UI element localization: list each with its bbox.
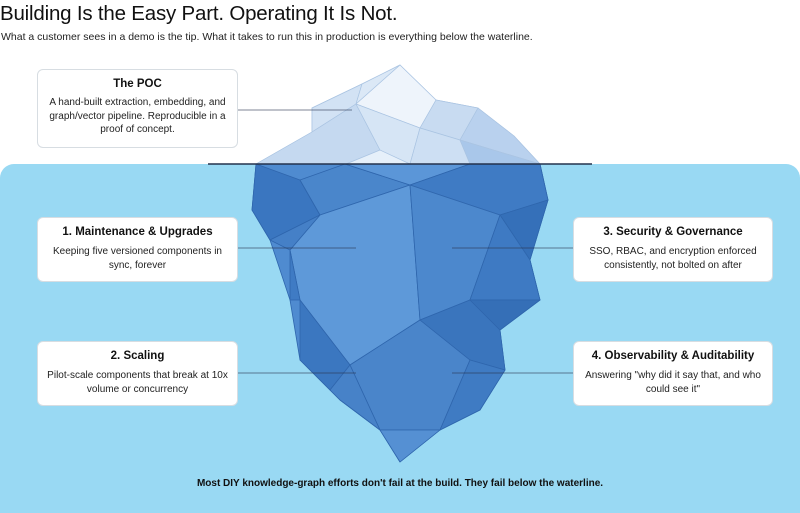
card-observability-title: 4. Observability & Auditability (591, 350, 755, 362)
card-maintenance: 1. Maintenance & Upgrades Keeping five v… (37, 217, 238, 282)
card-observability: 4. Observability & Auditability Answerin… (573, 341, 773, 406)
card-poc-title: The POC (113, 78, 162, 90)
card-scaling-title: 2. Scaling (110, 350, 165, 362)
iceberg-body (251, 163, 549, 463)
page-title: Building Is the Easy Part. Operating It … (0, 2, 398, 25)
card-scaling-body: Pilot-scale components that break at 10x… (47, 370, 228, 395)
card-scaling: 2. Scaling Pilot-scale components that b… (37, 341, 238, 406)
card-security-body: SSO, RBAC, and encryption enforced consi… (589, 246, 757, 271)
card-security: 3. Security & Governance SSO, RBAC, and … (573, 217, 773, 282)
card-maintenance-body: Keeping five versioned components in syn… (53, 246, 222, 271)
footer-note: Most DIY knowledge-graph efforts don't f… (196, 478, 604, 489)
card-poc-body: A hand-built extraction, embedding, and … (49, 97, 226, 135)
iceberg-tip (255, 64, 541, 165)
card-poc: The POC A hand-built extraction, embeddi… (37, 69, 238, 148)
card-observability-body: Answering "why did it say that, and who … (585, 370, 761, 395)
page-subtitle: What a customer sees in a demo is the ti… (1, 31, 533, 43)
card-maintenance-title: 1. Maintenance & Upgrades (62, 226, 213, 238)
connector-lines (238, 109, 573, 374)
card-security-title: 3. Security & Governance (603, 226, 743, 238)
